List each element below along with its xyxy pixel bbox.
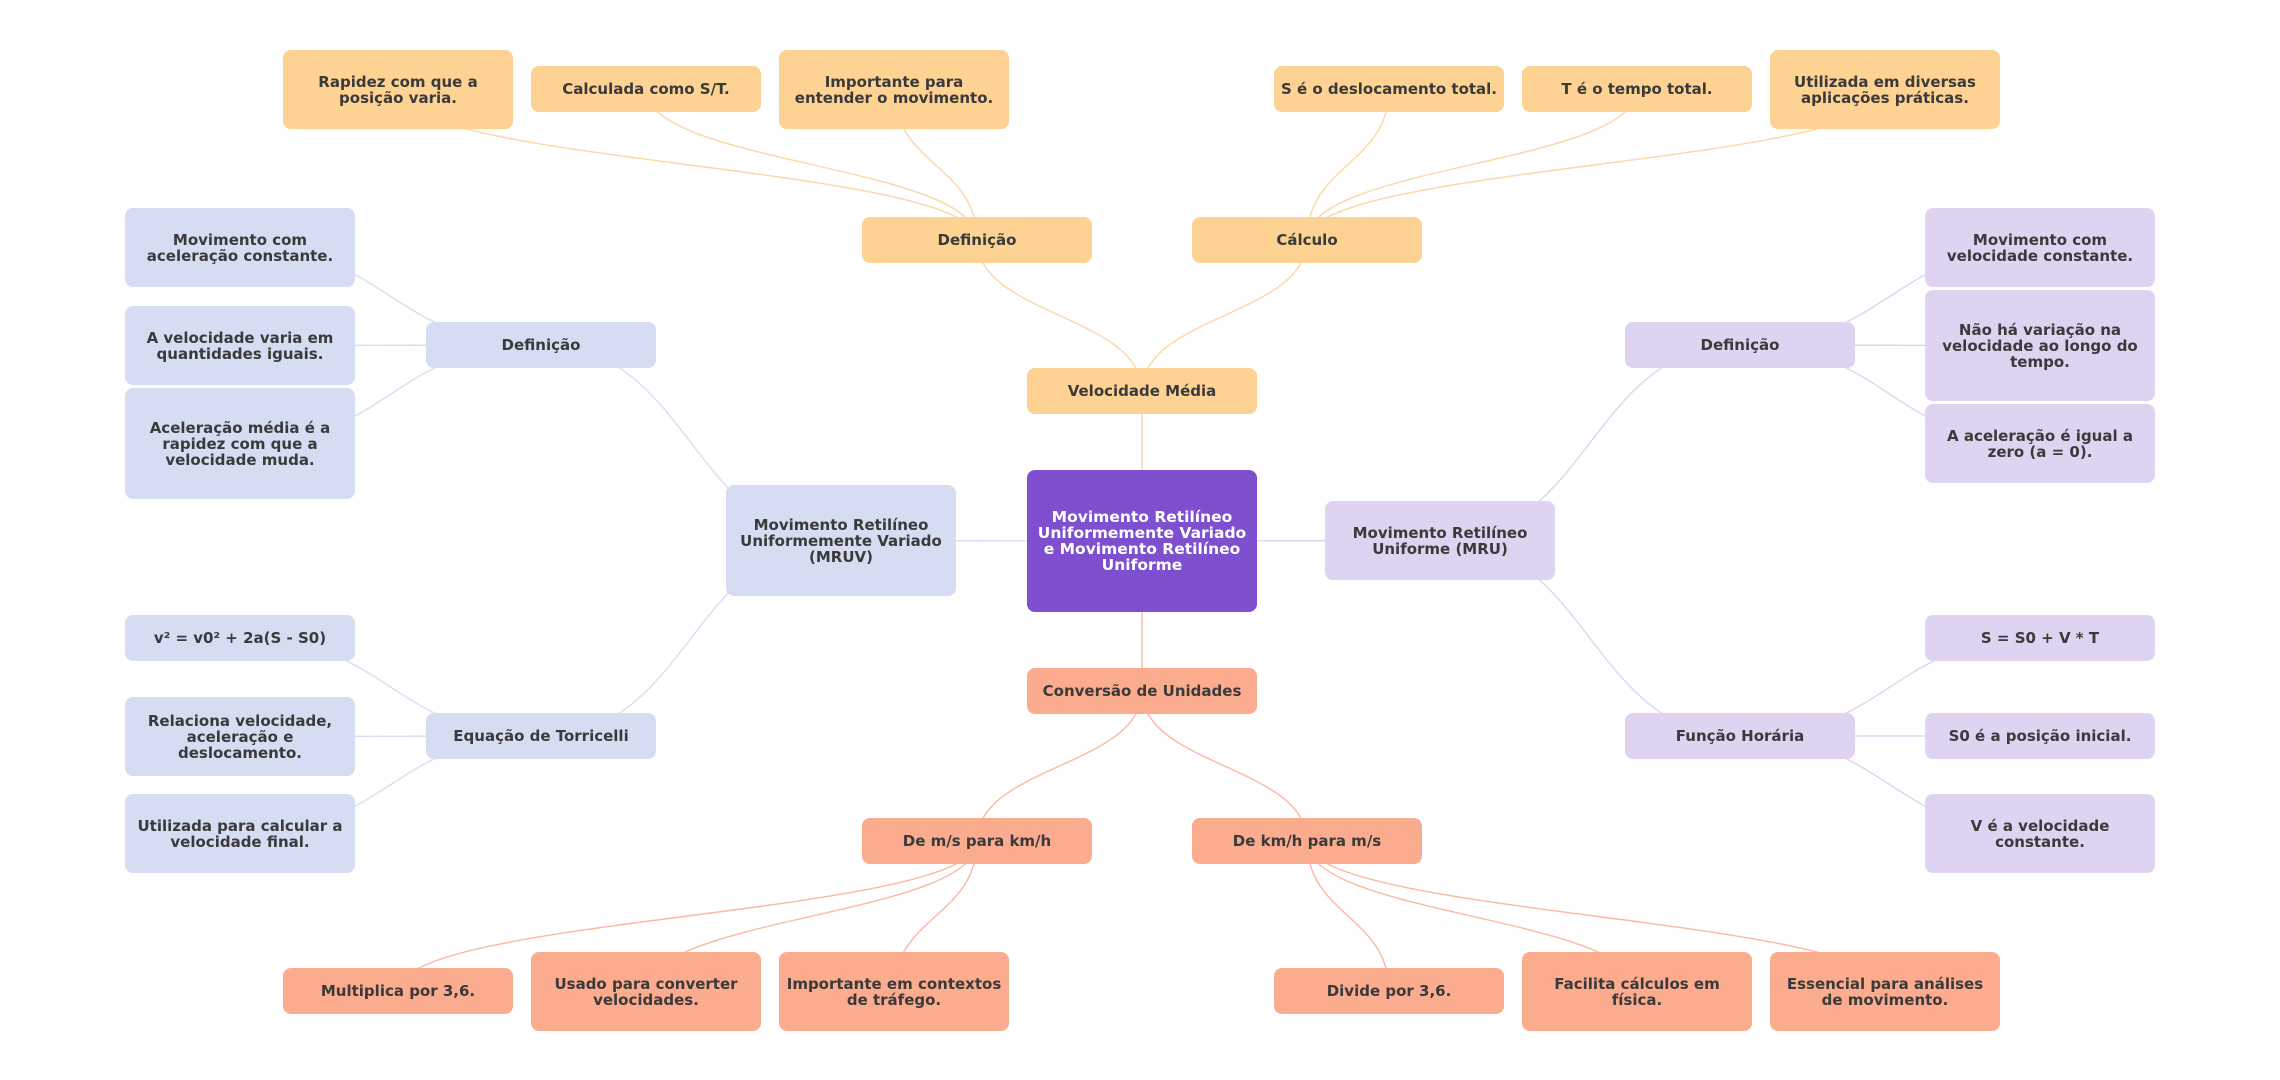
subbranch-ms-para-kmh[interactable]: De m/s para km/h (862, 818, 1092, 864)
leaf-mruv-def-aceleracao-media[interactable]: Aceleração média é a rapidez com que a v… (125, 388, 355, 499)
leaf-conv-facilita[interactable]: Facilita cálculos em física. (1522, 952, 1752, 1031)
connector-vm-def-to-vm-def-1 (645, 88, 978, 241)
root-node[interactable]: Movimento Retilíneo Uniformemente Variad… (1027, 470, 1257, 612)
connector-vm-to-vm-def (976, 239, 1143, 392)
connector-vm-calc-to-vm-calc-1 (1306, 88, 1638, 241)
leaf-mru-def-velocidade-constante[interactable]: Movimento com velocidade constante. (1925, 208, 2155, 287)
leaf-mruv-tor-equacao[interactable]: v² = v0² + 2a(S - S0) (125, 615, 355, 661)
leaf-conv-usado-converter[interactable]: Usado para converter velocidades. (531, 952, 761, 1031)
leaf-conv-essencial[interactable]: Essencial para análises de movimento. (1770, 952, 2000, 1031)
subbranch-mru-funcao-horaria[interactable]: Função Horária (1625, 713, 1855, 759)
leaf-mruv-tor-velocidade-final[interactable]: Utilizada para calcular a velocidade fin… (125, 794, 355, 873)
connector-conv-to-conv-a (976, 690, 1143, 842)
leaf-mruv-def-aceleracao-constante[interactable]: Movimento com aceleração constante. (125, 208, 355, 287)
leaf-vm-calc-tempo[interactable]: T é o tempo total. (1522, 66, 1752, 112)
leaf-mru-def-aceleracao-zero[interactable]: A aceleração é igual a zero (a = 0). (1925, 404, 2155, 483)
branch-mruv[interactable]: Movimento Retilíneo Uniformemente Variad… (726, 485, 956, 596)
leaf-vm-def-importante[interactable]: Importante para entender o movimento. (779, 50, 1009, 129)
connector-conv-to-conv-b (1141, 690, 1308, 842)
branch-velocidade-media[interactable]: Velocidade Média (1027, 368, 1257, 414)
branch-mru[interactable]: Movimento Retilíneo Uniforme (MRU) (1325, 501, 1555, 580)
connector-vm-to-vm-calc (1141, 239, 1308, 392)
leaf-mru-fh-equacao[interactable]: S = S0 + V * T (1925, 615, 2155, 661)
subbranch-mru-definicao[interactable]: Definição (1625, 322, 1855, 368)
leaf-mru-def-sem-variacao[interactable]: Não há variação na velocidade ao longo d… (1925, 290, 2155, 401)
leaf-vm-calc-deslocamento[interactable]: S é o deslocamento total. (1274, 66, 1504, 112)
subbranch-mruv-torricelli[interactable]: Equação de Torricelli (426, 713, 656, 759)
leaf-conv-multiplica[interactable]: Multiplica por 3,6. (283, 968, 513, 1014)
leaf-vm-def-rapidez[interactable]: Rapidez com que a posição varia. (283, 50, 513, 129)
leaf-conv-trafego[interactable]: Importante em contextos de tráfego. (779, 952, 1009, 1031)
subbranch-kmh-para-ms[interactable]: De km/h para m/s (1192, 818, 1422, 864)
subbranch-vm-definicao[interactable]: Definição (862, 217, 1092, 263)
leaf-vm-def-calculada[interactable]: Calculada como S/T. (531, 66, 761, 112)
leaf-vm-calc-aplicacoes[interactable]: Utilizada em diversas aplicações prática… (1770, 50, 2000, 129)
connector-conv-b-to-conv-b-0 (1306, 840, 1390, 992)
subbranch-mruv-definicao[interactable]: Definição (426, 322, 656, 368)
connector-conv-a-to-conv-a-0 (397, 840, 978, 992)
branch-conversao-unidades[interactable]: Conversão de Unidades (1027, 668, 1257, 714)
leaf-mru-fh-velocidade-constante[interactable]: V é a velocidade constante. (1925, 794, 2155, 873)
leaf-conv-divide[interactable]: Divide por 3,6. (1274, 968, 1504, 1014)
leaf-mruv-tor-relaciona[interactable]: Relaciona velocidade, aceleração e deslo… (125, 697, 355, 776)
leaf-mruv-def-velocidade-varia[interactable]: A velocidade varia em quantidades iguais… (125, 306, 355, 385)
leaf-mru-fh-posicao-inicial[interactable]: S0 é a posição inicial. (1925, 713, 2155, 759)
subbranch-vm-calculo[interactable]: Cálculo (1192, 217, 1422, 263)
connector-vm-calc-to-vm-calc-0 (1306, 88, 1390, 241)
